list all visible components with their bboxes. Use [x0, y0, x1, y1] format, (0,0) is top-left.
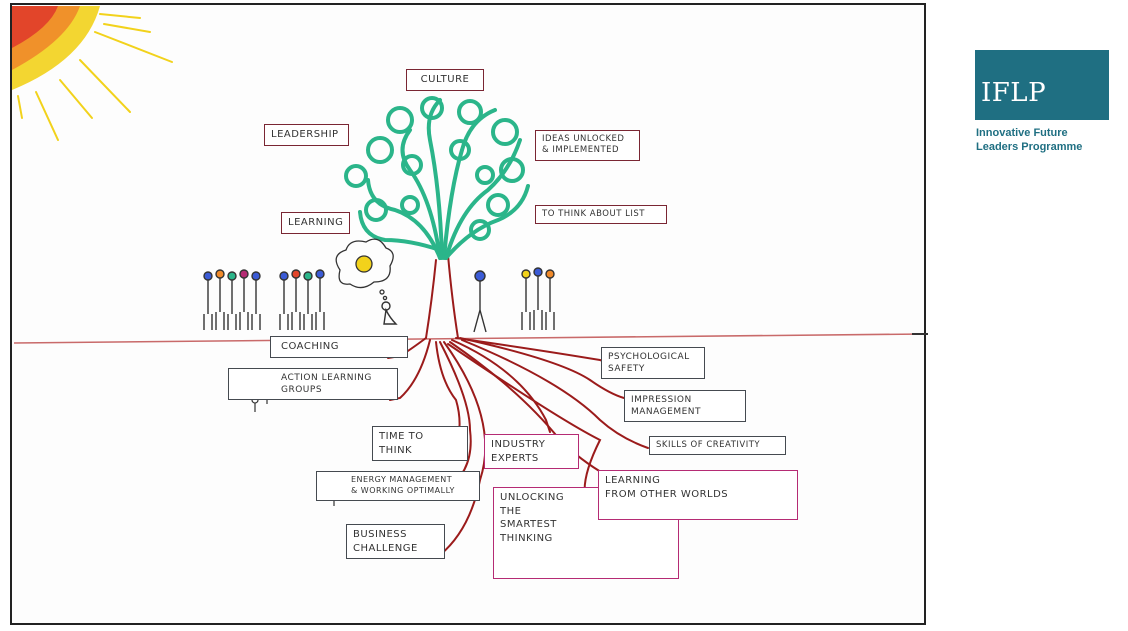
label-think-about-list: TO THINK ABOUT LIST: [535, 205, 667, 225]
logo-brand-text: IFLP: [981, 78, 1047, 108]
label-action-learning: ACTION LEARNING GROUPS: [228, 368, 398, 401]
label-coaching: COACHING: [270, 336, 408, 358]
iflp-logo: IFLP: [975, 50, 1109, 120]
tagline-line-1: Innovative Future: [976, 127, 1068, 139]
people-group-icon: [203, 267, 555, 333]
label-leadership: LEADERSHIP: [264, 124, 349, 146]
label-skills-creativity: SKILLS OF CREATIVITY: [649, 436, 786, 456]
sun-icon: [12, 6, 173, 141]
label-learning-other-worlds: LEARNING FROM OTHER WORLDS: [598, 470, 798, 520]
drawing-board: [10, 3, 926, 625]
label-psychological-safety: PSYCHOLOGICAL SAFETY: [601, 347, 705, 380]
label-impression-management: IMPRESSION MANAGEMENT: [624, 390, 746, 423]
label-industry-experts: INDUSTRY EXPERTS: [484, 434, 579, 469]
ground-line: [13, 333, 927, 344]
label-energy-management: ENERGY MANAGEMENT & WORKING OPTIMALLY: [316, 471, 480, 501]
label-business-challenge: BUSINESS CHALLENGE: [346, 524, 445, 559]
tagline-line-2: Leaders Programme: [976, 140, 1083, 153]
label-ideas-unlocked: IDEAS UNLOCKED & IMPLEMENTED: [535, 130, 640, 161]
logo-tagline: Innovative Future Leaders Programme: [976, 127, 1126, 155]
label-culture: CULTURE: [406, 69, 484, 91]
label-time-to-think: TIME TO THINK: [372, 426, 468, 461]
lightbulb-icon: [335, 238, 394, 301]
label-learning-canopy: LEARNING: [281, 212, 350, 234]
